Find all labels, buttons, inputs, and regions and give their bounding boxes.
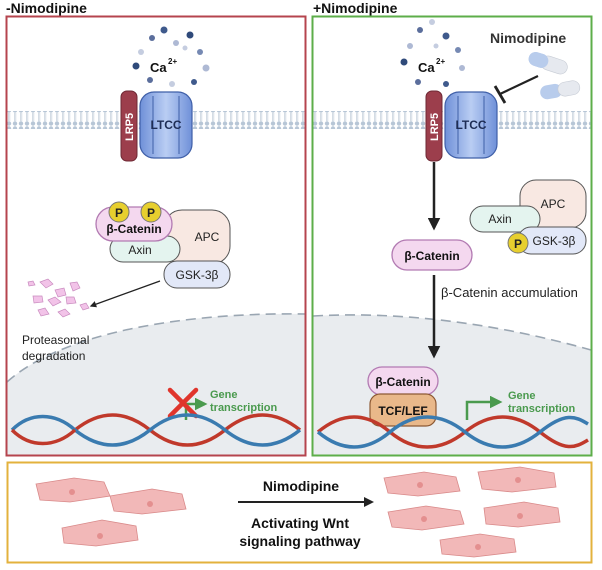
accumulation-label: β-Catenin accumulation xyxy=(441,285,578,300)
left-ltcc-channel xyxy=(139,91,193,159)
left-axin-label: Axin xyxy=(128,243,151,257)
left-phospho-2 xyxy=(140,201,162,223)
left-apc-label: APC xyxy=(195,230,220,244)
left-panel-title: -Nimodipine xyxy=(6,0,87,16)
left-catenin-label: β-Catenin xyxy=(106,222,161,236)
right-gsk-label: GSK-3β xyxy=(533,234,576,248)
right-gene-label-line2: transcription xyxy=(508,403,576,415)
pill-icon xyxy=(528,51,581,100)
bottom-label-line2: signaling pathway xyxy=(239,533,361,549)
right-panel-frame xyxy=(311,15,593,457)
left-ca-label: Ca xyxy=(150,60,167,75)
left-gsk-shape xyxy=(163,260,231,289)
right-ltcc-label: LTCC xyxy=(455,118,486,132)
left-nuclear-envelope xyxy=(6,313,307,383)
left-panel-frame xyxy=(5,15,307,457)
right-gene-label-line1: Gene xyxy=(508,390,536,402)
right-catenin-label: β-Catenin xyxy=(404,249,459,263)
tcf-lef-label: TCF/LEF xyxy=(378,404,427,418)
right-nucleus xyxy=(313,314,591,455)
bottom-panel-frame xyxy=(6,461,593,564)
bottom-drug-label: Nimodipine xyxy=(263,478,339,494)
right-ltcc-channel xyxy=(444,91,498,159)
right-nuclear-envelope xyxy=(312,314,592,351)
left-ltcc-label: LTCC xyxy=(150,118,181,132)
left-destruction-complex xyxy=(95,201,231,289)
left-cardiomyocytes xyxy=(35,477,187,547)
nuclear-catenin-label: β-Catenin xyxy=(375,375,430,389)
left-gsk-label: GSK-3β xyxy=(176,268,219,282)
right-phospho xyxy=(507,232,529,254)
nimodipine-label: Nimodipine xyxy=(490,30,566,46)
left-phospho-1 xyxy=(108,201,130,223)
right-transcription-arrow xyxy=(465,395,503,420)
left-calcium-ions xyxy=(132,26,210,87)
left-dna-helix xyxy=(10,413,302,447)
bottom-label-line1: Activating Wnt xyxy=(251,515,349,531)
right-destruction-complex xyxy=(469,179,587,255)
left-ca-charge: 2+ xyxy=(168,57,177,66)
degradation-label-line2: degradation xyxy=(22,349,85,363)
degradation-arrow xyxy=(89,280,161,308)
degradation-label-line1: Proteasomal xyxy=(22,333,89,347)
right-apc-label: APC xyxy=(541,197,566,211)
right-ca-charge: 2+ xyxy=(436,57,445,66)
left-phospho-2-label: P xyxy=(147,206,155,220)
proteasome-fragments xyxy=(27,278,90,318)
right-ca-label: Ca xyxy=(418,60,435,75)
right-lrp5-label: LRP5 xyxy=(429,113,441,141)
inhibition-arrow xyxy=(493,75,539,104)
right-axin-shape xyxy=(469,205,541,233)
blocked-x-icon xyxy=(167,387,199,419)
left-nucleus xyxy=(7,313,306,455)
right-lrp5-receptor xyxy=(425,90,443,162)
right-axin-label: Axin xyxy=(488,212,511,226)
left-gene-label-line2: transcription xyxy=(210,402,278,414)
left-lrp5-receptor xyxy=(120,90,138,162)
left-phospho-1-label: P xyxy=(115,206,123,220)
right-catenin-shape xyxy=(391,239,473,271)
left-gene-label-line1: Gene xyxy=(210,389,238,401)
right-dna-helix xyxy=(316,415,589,449)
right-cardiomyocytes xyxy=(383,466,561,558)
right-calcium-ions xyxy=(400,19,465,87)
right-phospho-label: P xyxy=(514,237,522,251)
left-lrp5-label: LRP5 xyxy=(124,113,136,141)
right-panel-title: +Nimodipine xyxy=(313,0,398,16)
